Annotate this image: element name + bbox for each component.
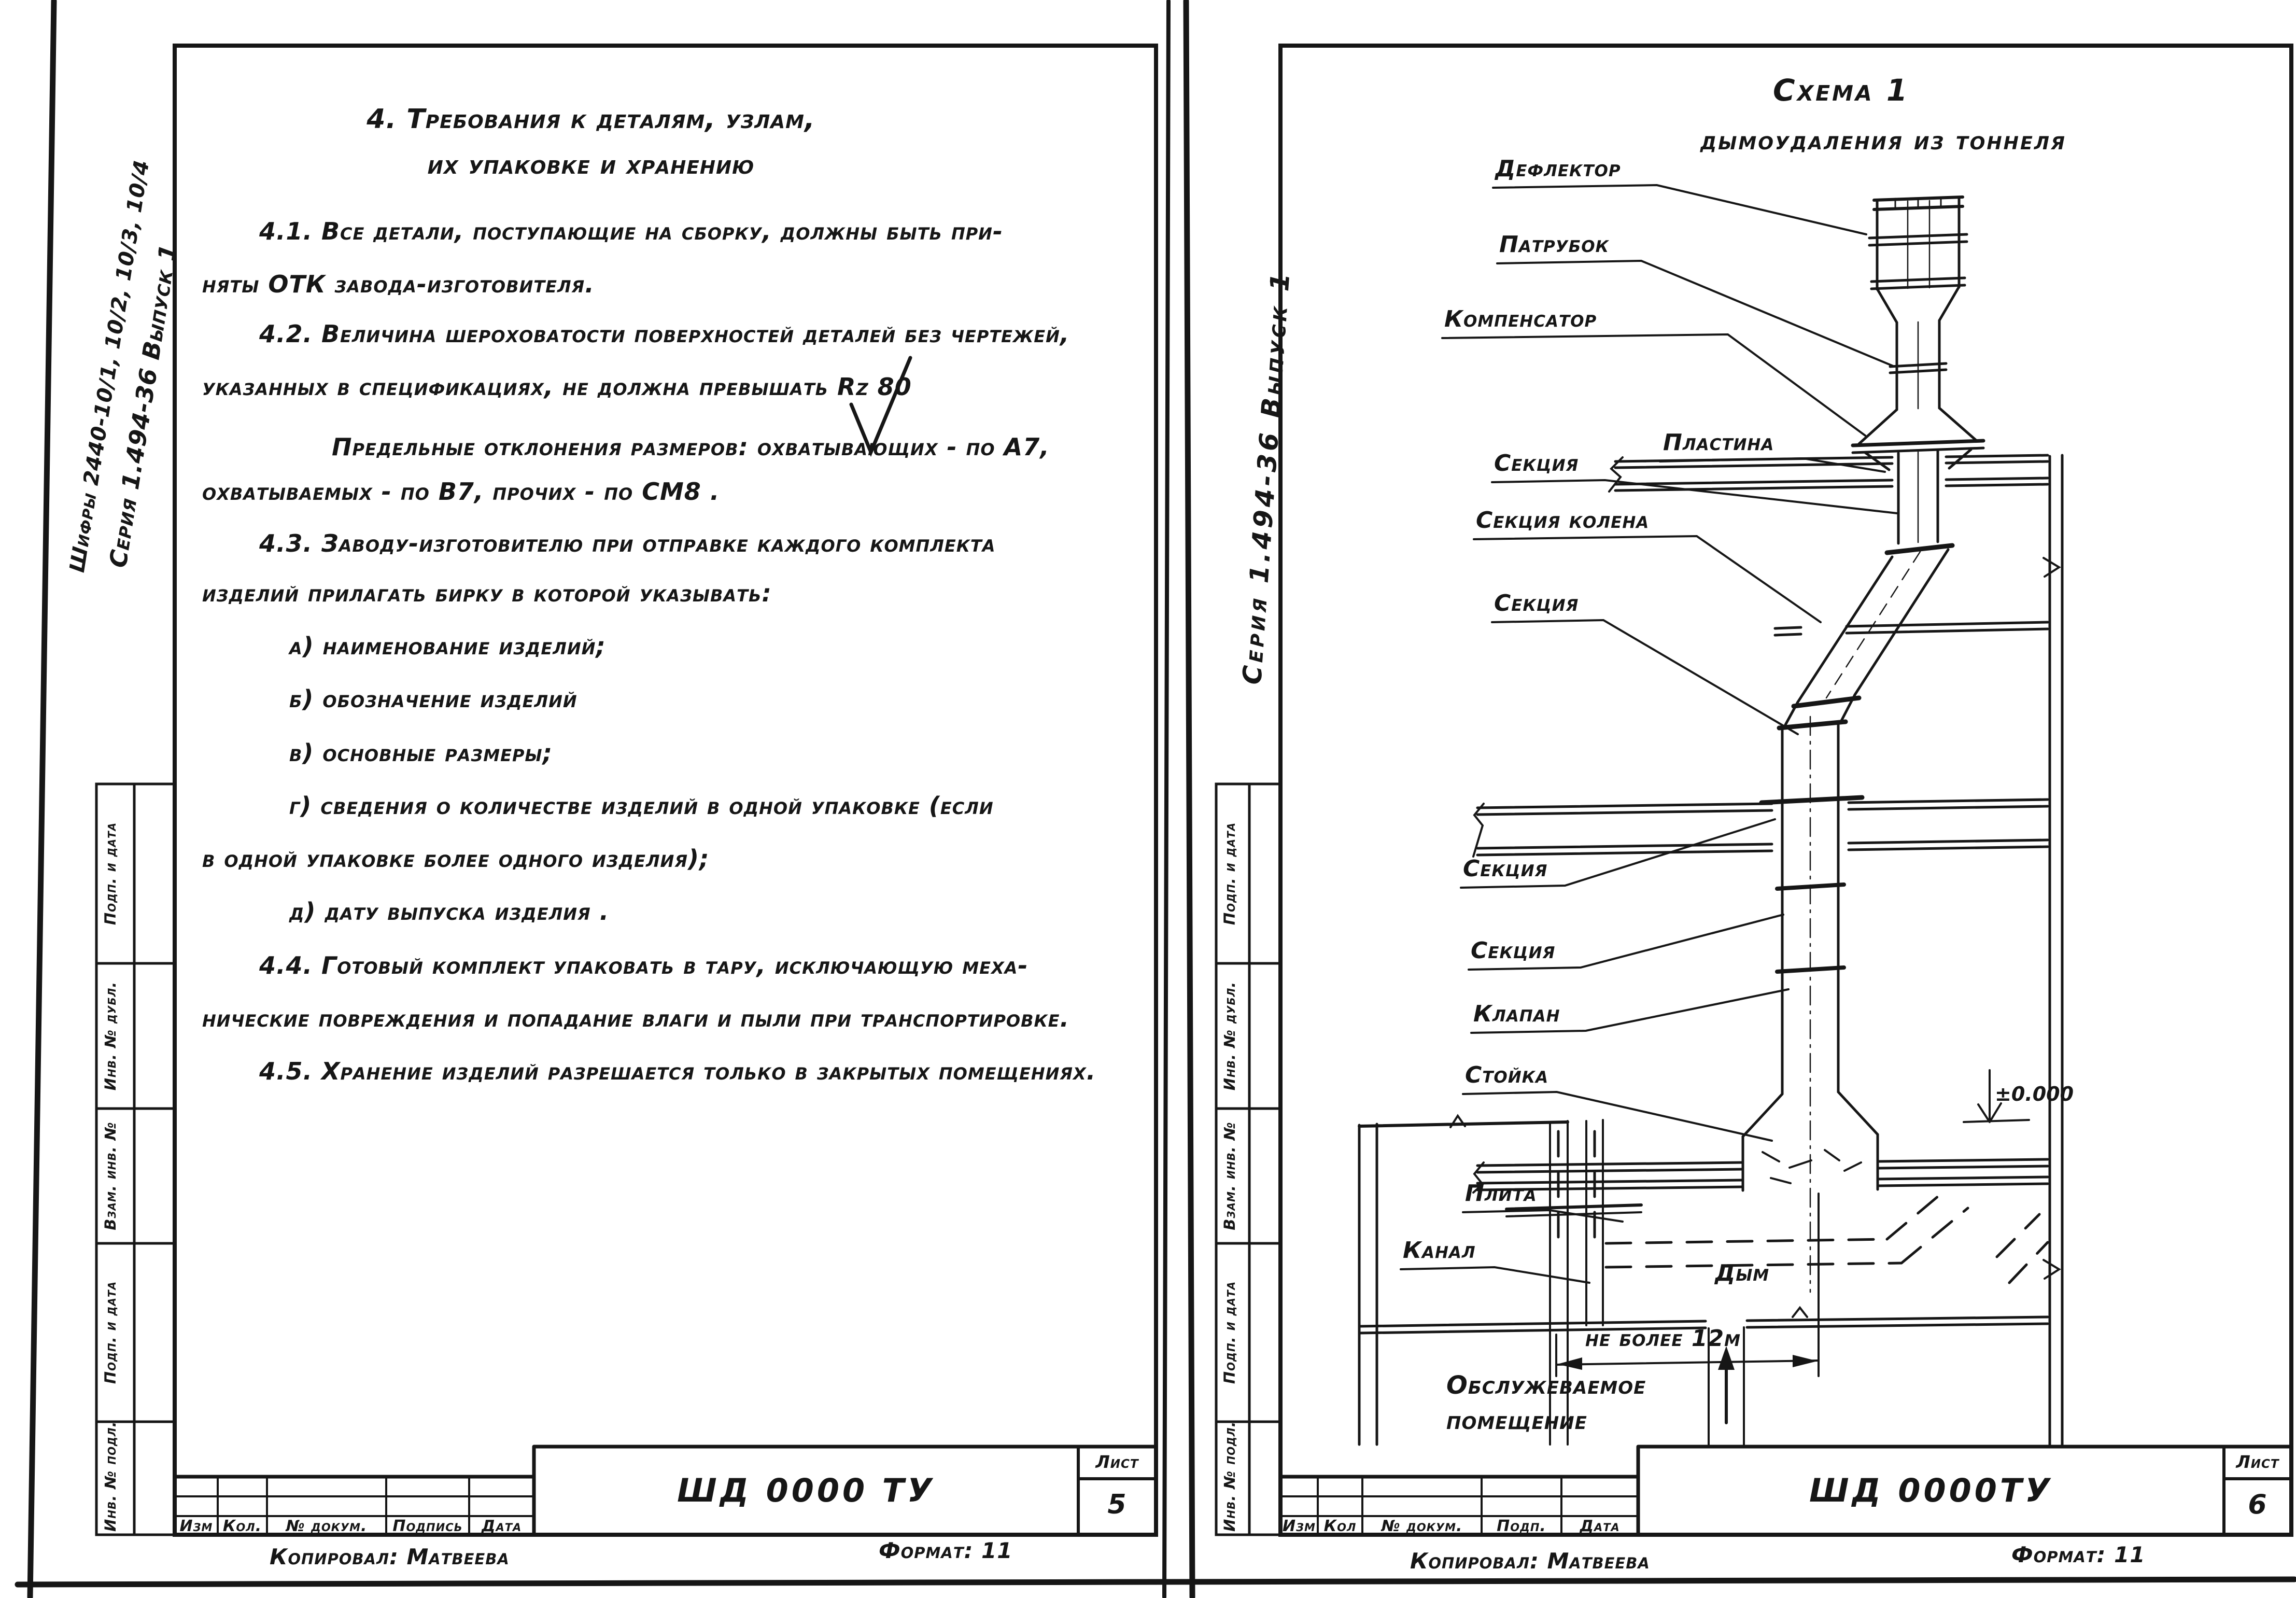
titleblock-col-kol: Кол. [222,1517,262,1535]
level-mark-symbol [1963,1069,2030,1123]
stamp-cell-label: Инв. № подл. [1221,1421,1238,1532]
sheet-number: 5 [1107,1489,1127,1520]
stamp-cell-label: Взам. инв. № [102,1122,119,1230]
diagram-title: Схема 1 [1773,73,1910,108]
diagram-label-patrubok: Патрубок [1499,231,1609,258]
body-line: в) основные размеры; [289,739,553,767]
copied-by-text: Копировал: Матвеева [1410,1548,1650,1574]
smoke-arrowhead [1718,1346,1735,1370]
sheet-number: 6 [2248,1489,2267,1520]
paper-edge-middle [1162,0,1171,1598]
titleblock-col-dokum: № докум. [286,1517,368,1535]
diagram-label-kanal: Канал [1403,1237,1476,1264]
diagram-label-dym: Дым [1715,1260,1770,1286]
stamp-cell-label: Инв. № дубл. [1221,981,1238,1091]
diagram-label-plastina: Пластина [1663,429,1774,456]
paper-edge-middle2 [1183,0,1195,1598]
paper-edge-bottom [15,1576,2296,1588]
body-line: указанных в спецификациях, не должна пре… [202,373,912,401]
diagram-label-sektsiya-2: Секция [1494,590,1579,616]
dimension-text: не более 12м [1585,1325,1741,1352]
format-text: Формат: 11 [2011,1542,2146,1567]
body-line: нические повреждения и попадание влаги и… [202,1004,1069,1032]
body-line: Предельные отклонения размеров: охватыва… [332,433,1050,461]
body-line: а) наименование изделий; [289,632,606,660]
stamp-cell-label: Подп. и дата [1221,1281,1238,1384]
room-label-line2: помещение [1446,1406,1587,1435]
smoke-path [1557,1130,2049,1284]
format-text: Формат: 11 [879,1538,1013,1563]
diagram-subtitle: дымоудаления из тоннеля [1700,125,2066,156]
sheet-label: Лист [2236,1452,2279,1472]
dimension-12m [1555,1193,1820,1377]
diagram-label-sektsiya-kolena: Секция колена [1476,507,1650,534]
body-line: д) дату выпуска изделия . [289,898,610,926]
titleblock-col-dokum: № докум. [1381,1517,1463,1535]
level-mark-text: ±0.000 [1995,1083,2074,1105]
stamp-cell-label: Подп. и дата [1221,822,1238,926]
section-heading-line2: их упаковке и хранению [427,149,755,180]
diagram-label-deflector: Дефлектор [1495,156,1621,182]
stamp-cell-label: Подп. и дата [102,822,119,926]
body-line: 4.1. Все детали, поступающие на сборку, … [259,217,1004,245]
room-label-line1: Обслужеваемое [1446,1371,1646,1400]
sheet-label: Лист [1095,1452,1139,1472]
stamp-cell-label: Взам. инв. № [1221,1122,1238,1230]
stamp-cell-label: Инв. № дубл. [102,981,119,1091]
titleblock-col-izm: Изм [1283,1517,1316,1535]
diagram-label-sektsiya-1: Секция [1494,450,1579,476]
titleblock-col-podpis: Подп. [1497,1517,1546,1535]
label-leaders [1400,184,1898,1284]
body-line: в одной упаковке более одного изделия); [202,845,710,873]
left-frame [173,44,1158,1537]
roughness-check-mark [849,356,912,457]
right-frame [1278,44,2293,1537]
doc-code: ШД 0000 ТУ [677,1471,935,1509]
diagram-label-sektsiya-4: Секция [1471,937,1556,964]
body-line: г) сведения о количестве изделий в одной… [289,792,994,820]
titleblock-col-data: Дата [481,1517,522,1535]
smoke-duct-diagram [1358,195,2064,1446]
body-line: охватываемых - по В7, прочих - по СМ8 . [202,478,720,506]
body-line: б) обозначение изделий [289,685,577,713]
diagram-label-klapan: Клапан [1473,1001,1560,1027]
body-line: 4.5. Хранение изделий разрешается только… [259,1057,1096,1085]
diagram-label-stoyka: Стойка [1465,1062,1549,1088]
doc-code: ШД 0000ТУ [1809,1471,2053,1509]
diagram-label-sektsiya-3: Секция [1463,856,1548,882]
copied-by-text: Копировал: Матвеева [270,1544,510,1569]
diagram-label-kompensator: Компенсатор [1444,306,1597,332]
body-line: 4.2. Величина шероховатости поверхностей… [259,320,1070,348]
section-heading-line1: 4. Требования к деталям, узлам, [367,104,815,135]
titleblock-col-izm: Изм [179,1517,213,1535]
body-line: няты ОТК завода-изготовителя. [202,270,595,298]
titleblock-col-kol: Кол [1323,1517,1357,1535]
diagram-label-plita: Плита [1465,1180,1537,1207]
titleblock-col-data: Дата [1580,1517,1620,1535]
titleblock-col-podpis: Подпись [392,1517,463,1535]
paper-edge-left [27,0,57,1598]
body-line: 4.3. Заводу-изготовителю при отправке ка… [259,529,996,557]
body-line: изделий прилагать бирку в которой указыв… [202,579,772,607]
body-line: 4.4. Готовый комплект упаковать в тару, … [259,951,1029,979]
stamp-cell-label: Подп. и дата [102,1281,119,1384]
stamp-cell-label: Инв. № подл. [102,1421,119,1532]
